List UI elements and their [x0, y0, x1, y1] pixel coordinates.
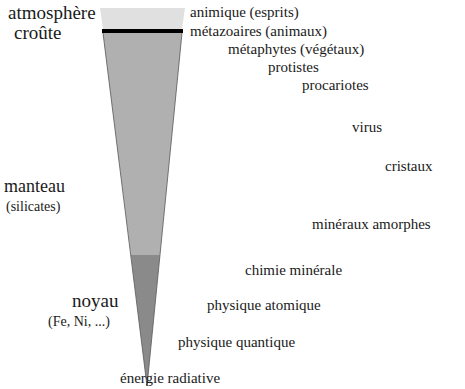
level-name: chimie minérale [245, 263, 342, 278]
crust-band [102, 29, 183, 33]
layer-note: (Fe, Ni, ...) [48, 315, 110, 329]
cone-outline [103, 33, 182, 386]
level-name: physique atomique [207, 298, 321, 313]
layer-note: (silicates) [6, 200, 60, 214]
layer-name: atmosphère [8, 3, 96, 22]
atmosphere-band [100, 8, 185, 29]
layer-name: noyau [72, 291, 118, 310]
level-name: procariotes [302, 78, 369, 93]
layer-name: croûte [14, 23, 61, 42]
layer-name: manteau [4, 177, 65, 195]
mantle-band [103, 33, 182, 255]
level-name: physique quantique [178, 335, 295, 350]
level-name: métaphytes (végétaux) [228, 42, 364, 57]
level-name: protistes [268, 60, 319, 75]
level-name: animique (esprits) [190, 5, 299, 20]
level-name: métazoaires (animaux) [190, 24, 327, 39]
core-band [131, 255, 160, 386]
level-name: minéraux amorphes [312, 217, 431, 232]
level-name: virus [352, 120, 382, 135]
level-name: cristaux [385, 159, 432, 174]
level-name: énergie radiative [120, 371, 220, 386]
